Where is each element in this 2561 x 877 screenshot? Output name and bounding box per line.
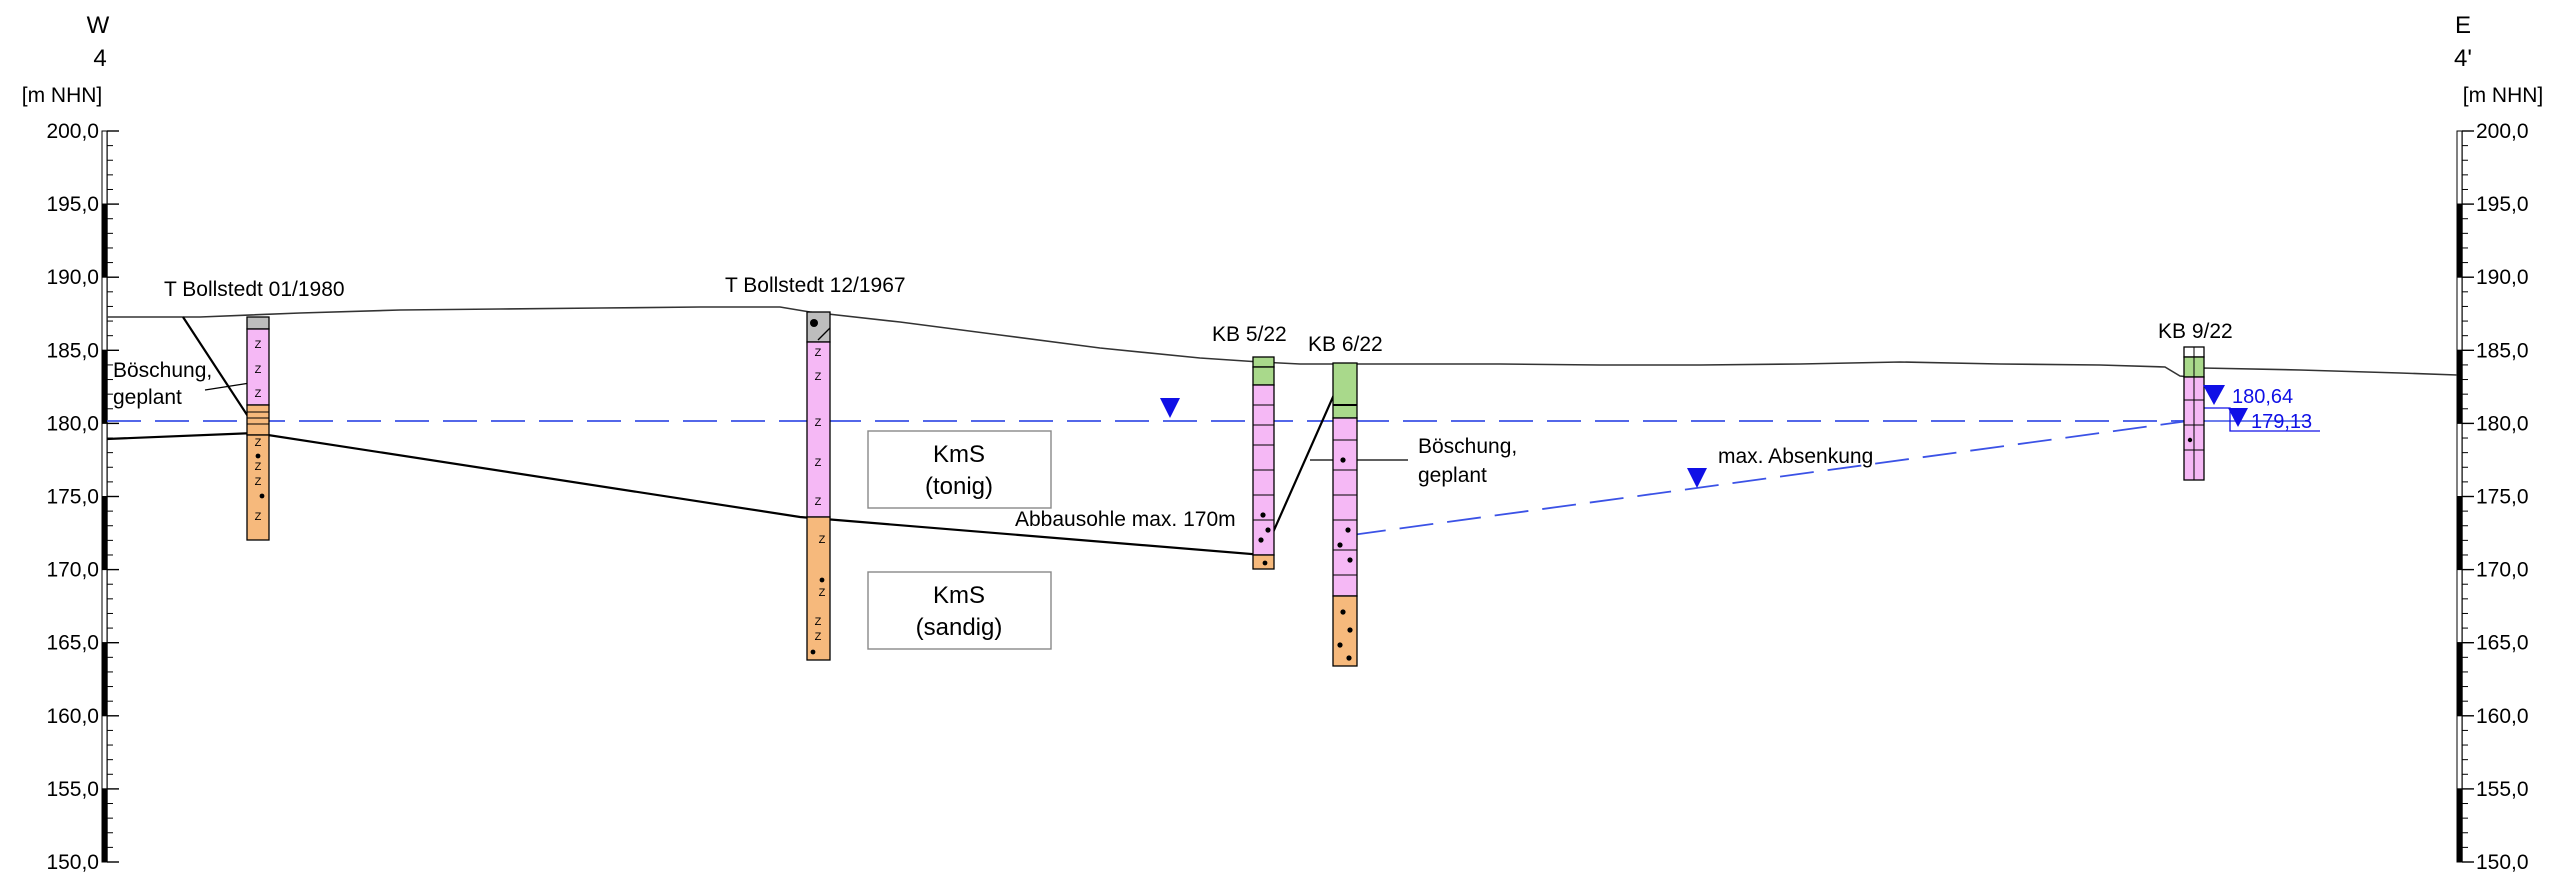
water-level-value-1: 180,64 [2232, 386, 2293, 408]
svg-text:Z: Z [815, 631, 822, 643]
elevation-tick-label: 175,0 [46, 486, 99, 509]
elevation-tick-label: 175,0 [2476, 486, 2529, 509]
borehole-label-1: T Bollstedt 01/1980 [164, 278, 345, 301]
elevation-tick-label: 170,0 [2476, 559, 2529, 582]
elevation-tick-label: 155,0 [46, 778, 99, 801]
elevation-tick-label: 150,0 [46, 851, 99, 874]
svg-text:Z: Z [819, 534, 826, 546]
svg-text:Z: Z [255, 476, 262, 488]
drawdown-triangle [1687, 468, 1707, 488]
elevation-tick-label: 150,0 [2476, 851, 2529, 874]
slope-right-label-line2: geplant [1418, 464, 1487, 487]
left-unit-label: [m NHN] [22, 84, 103, 107]
svg-text:Z: Z [255, 461, 262, 473]
borehole-label-2: T Bollstedt 12/1967 [725, 274, 906, 297]
svg-text:Z: Z [255, 364, 262, 376]
unit-sandig-line2: (sandig) [916, 614, 1003, 641]
borehole-label-5: KB 9/22 [2158, 320, 2233, 343]
svg-text:Z: Z [815, 496, 822, 508]
elevation-tick-label: 165,0 [2476, 632, 2529, 655]
water-level-leader [2185, 407, 2320, 432]
svg-text:Z: Z [815, 347, 822, 359]
unit-tonig-line2: (tonig) [925, 473, 993, 500]
svg-text:Z: Z [255, 437, 262, 449]
slope-left-label-line1: Böschung, [113, 359, 212, 382]
elevation-tick-label: 160,0 [46, 705, 99, 728]
right-unit-label: [m NHN] [2463, 84, 2544, 107]
max-drawdown-line [1351, 420, 2189, 536]
max-drawdown-label: max. Absenkung [1718, 445, 1873, 468]
elevation-tick-label: 160,0 [2476, 705, 2529, 728]
elevation-tick-label: 165,0 [46, 632, 99, 655]
elevation-tick-label: 155,0 [2476, 778, 2529, 801]
svg-text:Z: Z [815, 371, 822, 383]
slope-right-label-line1: Böschung, [1418, 435, 1517, 458]
excavation-base-label: Abbausohle max. 170m [1015, 508, 1236, 531]
borehole-t-bollstedt-12-1967[interactable]: Z Z Z Z Z Z Z Z Z [806, 311, 831, 661]
elevation-tick-label: 200,0 [2476, 120, 2529, 143]
svg-text:Z: Z [815, 417, 822, 429]
unit-box-sandig: KmS (sandig) [867, 571, 1052, 650]
borehole-kb-9-22[interactable] [2183, 346, 2205, 481]
elevation-tick-label: 190,0 [2476, 266, 2529, 289]
slope-left-leader [204, 382, 251, 391]
left-point: 4 [93, 45, 106, 72]
left-elevation-scale: 200,0 195,0 190,0 185,0 180,0 175,0 170,0 165,0… [46, 120, 119, 874]
elevation-tick-label: 170,0 [46, 559, 99, 582]
elevation-tick-label: 200,0 [46, 120, 99, 143]
borehole-label-3: KB 5/22 [1212, 323, 1287, 346]
water-level-value-2: 179,13 [2251, 411, 2312, 433]
svg-text:Z: Z [255, 511, 262, 523]
svg-text:Z: Z [819, 587, 826, 599]
elevation-tick-label: 180,0 [2476, 412, 2529, 435]
left-direction: W [87, 12, 110, 39]
elevation-tick-label: 195,0 [46, 193, 99, 216]
svg-text:Z: Z [255, 339, 262, 351]
unit-tonig-line1: KmS [933, 441, 985, 468]
svg-text:Z: Z [815, 457, 822, 469]
water-level-triangle-1 [2203, 385, 2225, 405]
svg-text:Z: Z [255, 388, 262, 400]
borehole-label-4: KB 6/22 [1308, 333, 1383, 356]
elevation-tick-label: 185,0 [2476, 339, 2529, 362]
groundwater-triangle [1160, 398, 1180, 418]
elevation-tick-label: 195,0 [2476, 193, 2529, 216]
unit-sandig-line1: KmS [933, 582, 985, 609]
right-point: 4' [2454, 45, 2472, 72]
right-direction: E [2455, 12, 2471, 39]
elevation-tick-label: 180,0 [46, 412, 99, 435]
layer-boundary-line [106, 362, 1350, 557]
right-elevation-scale: 200,0 195,0 190,0 185,0 180,0 175,0 170,0 165,0… [2456, 120, 2529, 874]
svg-text:Z: Z [815, 616, 822, 628]
borehole-kb-5-22[interactable] [1252, 356, 1275, 570]
elevation-tick-label: 190,0 [46, 266, 99, 289]
borehole-t-bollstedt-01-1980[interactable]: Z Z Z Z Z Z Z [246, 316, 270, 541]
water-level-triangle-2 [2228, 408, 2248, 427]
elevation-tick-label: 185,0 [46, 339, 99, 362]
borehole-kb-6-22[interactable] [1332, 362, 1358, 667]
slope-left-label-line2: geplant [113, 386, 182, 409]
unit-box-tonig: KmS (tonig) [867, 430, 1052, 509]
